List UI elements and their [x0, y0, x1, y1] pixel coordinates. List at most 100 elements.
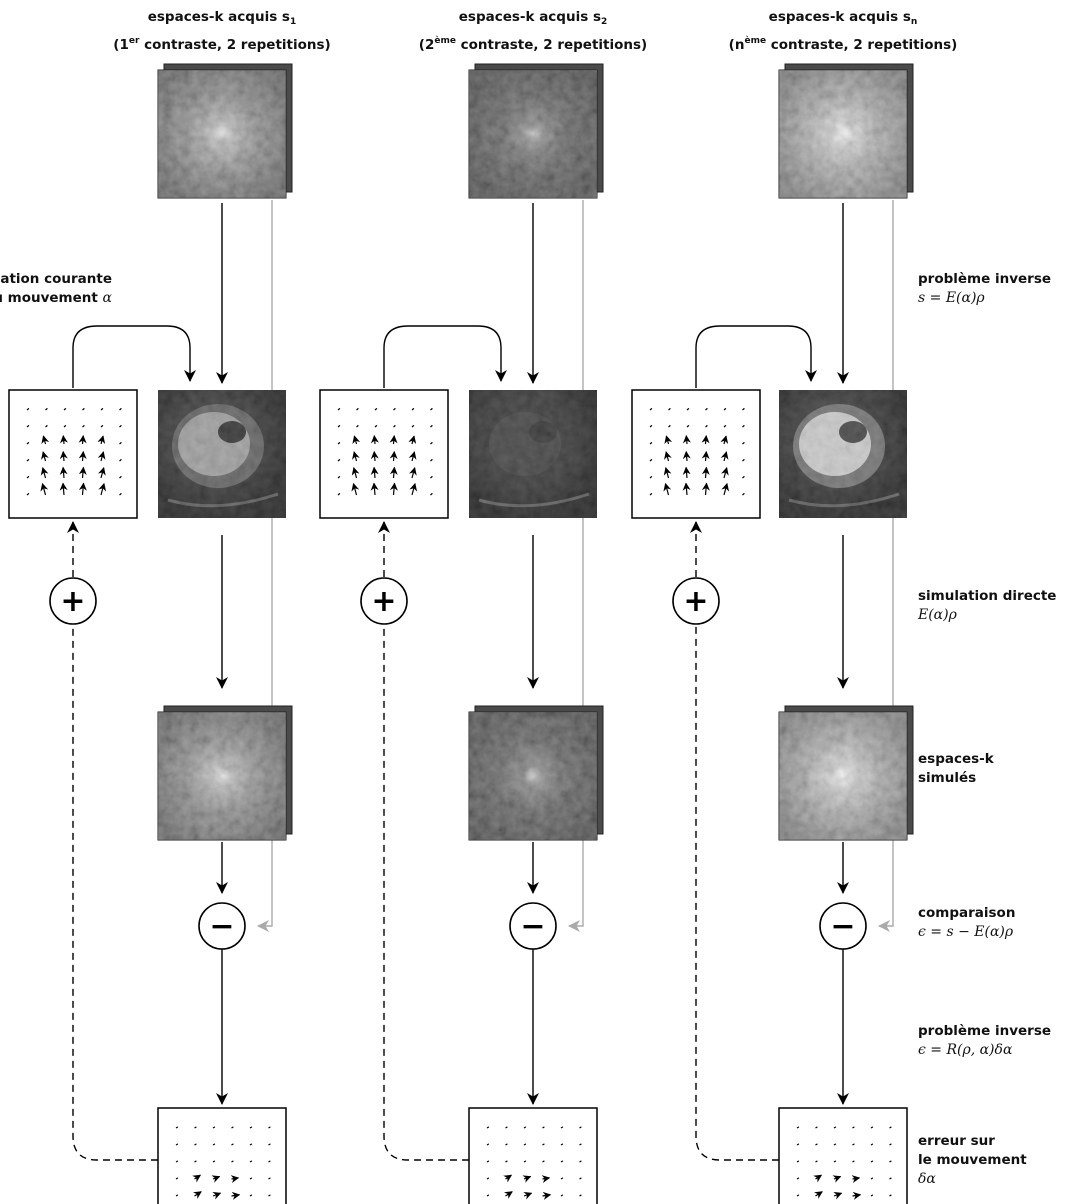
vector-arrow — [337, 475, 341, 479]
vector-arrow — [408, 451, 417, 462]
vector-arrow — [337, 424, 341, 428]
vector-arrow — [505, 1126, 508, 1129]
vector-arrow — [720, 451, 729, 462]
vector-arrow — [723, 407, 727, 411]
vector-arrow — [742, 475, 745, 479]
inverse-problem-label-2: problème inverse ϵ = R(ρ, α)δα — [918, 1023, 1052, 1058]
vector-arrow — [541, 1175, 551, 1183]
kspace-texture — [779, 70, 907, 198]
vector-arrow — [852, 1143, 855, 1146]
vector-arrow — [542, 1160, 545, 1163]
plus-operator: + — [360, 577, 408, 625]
feedback-dashed-line — [695, 626, 779, 1161]
current-motion-field — [319, 389, 449, 519]
field-frame — [778, 1107, 908, 1204]
vector-arrow — [742, 458, 745, 462]
vector-arrow — [40, 466, 49, 479]
acquired-kspace — [778, 63, 914, 199]
vector-arrow — [523, 1143, 527, 1146]
vector-arrow — [503, 1174, 513, 1183]
current-motion-field — [631, 389, 761, 519]
motion-error-field — [468, 1107, 598, 1204]
feedback-dashed-line — [383, 626, 469, 1161]
vector-arrow — [409, 466, 417, 479]
operator-symbol: + — [683, 584, 708, 619]
vector-arrow — [815, 1160, 818, 1163]
reconstructed-image — [158, 390, 286, 518]
vector-arrow — [249, 1143, 253, 1146]
arrow-motion-to-reconstruction — [695, 325, 817, 388]
vector-arrow — [430, 475, 433, 479]
vector-arrow — [352, 435, 361, 445]
vector-arrow — [579, 1160, 582, 1163]
vector-arrow — [40, 482, 49, 496]
kspace-texture — [158, 70, 286, 198]
vector-arrow — [723, 424, 727, 428]
vector-arrow — [560, 1160, 564, 1163]
vector-arrow — [813, 1191, 823, 1199]
vector-arrow — [370, 482, 379, 496]
vector-arrow — [889, 1160, 892, 1163]
vector-arrow — [852, 1126, 855, 1129]
arrow-motion-to-reconstruction — [383, 325, 507, 388]
simulated-kspace — [468, 705, 604, 841]
vector-arrow — [649, 407, 653, 411]
mri-texture — [469, 390, 597, 518]
operator-circle — [360, 577, 408, 625]
vector-arrow — [833, 1160, 837, 1163]
operator-circle — [49, 577, 97, 625]
vector-arrow — [175, 1177, 179, 1180]
vector-arrow — [175, 1143, 179, 1146]
vector-arrow — [192, 1191, 202, 1199]
simulated-kspace — [778, 705, 914, 841]
vector-arrow — [231, 1191, 241, 1200]
vector-arrow — [370, 466, 379, 479]
motion-estimate-label: estimation courante du mouvement α — [0, 271, 112, 306]
vector-arrow — [389, 435, 398, 445]
vector-arrow — [668, 424, 671, 428]
vector-arrow — [41, 451, 49, 462]
vector-arrow — [351, 466, 360, 479]
vector-arrow — [26, 458, 30, 462]
vector-arrow — [486, 1194, 490, 1197]
vector-arrow — [82, 407, 85, 411]
vector-arrow — [796, 1160, 800, 1163]
vector-arrow — [41, 435, 50, 445]
inverse-problem-label-1: problème inverse s = E(α)ρ — [918, 271, 1052, 306]
vector-arrow — [870, 1126, 874, 1129]
vector-arrow — [211, 1175, 221, 1183]
vector-arrow — [579, 1143, 582, 1146]
vector-arrow — [430, 492, 433, 496]
vector-arrow — [337, 458, 341, 462]
vector-arrow — [370, 435, 379, 445]
vector-arrow — [59, 435, 68, 445]
vector-arrow — [212, 1191, 222, 1200]
vector-arrow — [231, 1126, 234, 1129]
vector-arrow — [212, 1143, 216, 1146]
vector-arrow — [192, 1174, 202, 1183]
vector-arrow — [78, 466, 87, 479]
vector-arrow — [119, 458, 122, 462]
vector-arrow — [832, 1175, 842, 1183]
vector-arrow — [194, 1143, 197, 1146]
vector-arrow — [542, 1191, 552, 1200]
vector-arrow — [268, 1143, 271, 1146]
vector-arrow — [175, 1126, 179, 1129]
vector-arrow — [268, 1177, 271, 1180]
vector-arrow — [579, 1177, 582, 1180]
vector-arrow — [45, 407, 48, 411]
vector-arrow — [522, 1175, 532, 1183]
vector-arrow — [889, 1177, 892, 1180]
vector-arrow — [705, 424, 708, 428]
vector-arrow — [119, 492, 122, 496]
vector-arrow — [78, 482, 87, 496]
vector-arrow — [194, 1126, 197, 1129]
field-frame — [468, 1107, 598, 1204]
vector-arrow — [870, 1177, 874, 1180]
operator-symbol: − — [520, 909, 545, 944]
vector-arrow — [796, 1177, 800, 1180]
vector-arrow — [663, 482, 672, 496]
vector-arrow — [393, 424, 396, 428]
vector-arrow — [505, 1143, 508, 1146]
